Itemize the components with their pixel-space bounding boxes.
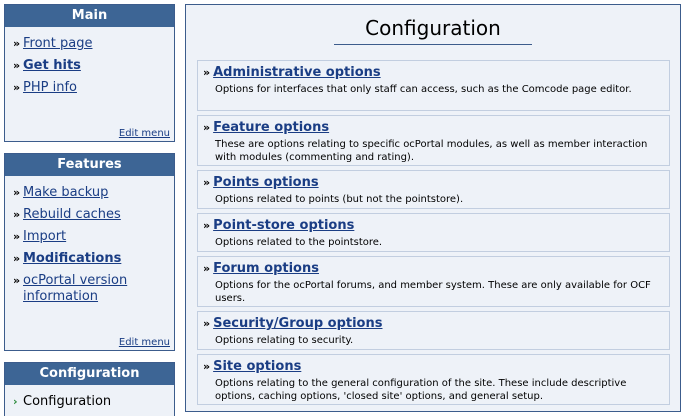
nav-item-configuration-current: › Configuration [13,391,166,413]
current-marker-icon: › [13,395,18,408]
nav-item-get-hits: » Get hits [13,55,166,77]
bullet-icon: » [203,66,211,79]
option-description: Options relating to security. [215,335,354,346]
security-group-options-link[interactable]: Security/Group options [213,316,383,331]
option-points: »Points options Options related to point… [197,170,670,209]
bullet-icon: » [203,360,211,373]
bullet-icon: » [13,252,21,265]
main-menu-title: Main [5,5,174,27]
get-hits-link[interactable]: Get hits [23,58,81,73]
bullet-icon: » [13,81,21,94]
bullet-icon: » [203,219,211,232]
bullet-icon: » [203,121,211,134]
option-administrative: »Administrative options Options for inte… [197,60,670,111]
option-description: Options relating to the general configur… [215,378,627,402]
configuration-menu-panel: Configuration › Configuration [4,362,175,416]
forum-options-link[interactable]: Forum options [213,261,319,276]
php-info-link[interactable]: PHP info [23,80,77,95]
version-information-link[interactable]: ocPortal version information [23,273,128,304]
option-security-group: »Security/Group options Options relating… [197,311,670,350]
bullet-icon: » [13,59,21,72]
bullet-icon: » [203,262,211,275]
page-title: Configuration [365,16,501,40]
option-point-store: »Point-store options Options related to … [197,213,670,252]
option-description: These are options relating to specific o… [215,139,648,163]
nav-item-front-page: » Front page [13,33,166,55]
bullet-icon: » [13,186,21,199]
import-link[interactable]: Import [23,229,67,244]
points-options-link[interactable]: Points options [213,175,319,190]
nav-item-php-info: » PHP info [13,77,166,99]
features-menu-title: Features [5,154,174,176]
main-edit-menu-link[interactable]: Edit menu [118,128,170,139]
point-store-options-link[interactable]: Point-store options [213,218,355,233]
main-content: Configuration »Administrative options Op… [185,4,681,412]
site-options-link[interactable]: Site options [213,359,302,374]
bullet-icon: » [13,37,21,50]
option-description: Options related to points (but not the p… [215,194,464,205]
title-divider [334,44,532,45]
option-site: »Site options Options relating to the ge… [197,354,670,405]
bullet-icon: » [203,317,211,330]
administrative-options-link[interactable]: Administrative options [213,65,381,80]
bullet-icon: » [203,176,211,189]
option-feature: »Feature options These are options relat… [197,115,670,166]
main-menu-panel: Main » Front page » Get hits » PHP info … [4,4,175,142]
modifications-link[interactable]: Modifications [23,251,122,266]
features-menu-panel: Features » Make backup » Rebuild caches … [4,153,175,351]
configuration-current-label: Configuration [23,394,112,409]
nav-item-modifications: » Modifications [13,248,166,270]
option-description: Options for interfaces that only staff c… [215,84,632,95]
bullet-icon: » [13,230,21,243]
option-description: Options for the ocPortal forums, and mem… [215,280,651,304]
bullet-icon: » [13,274,21,287]
front-page-link[interactable]: Front page [23,36,93,51]
nav-item-version-information: » ocPortal version information [13,270,166,305]
make-backup-link[interactable]: Make backup [23,185,109,200]
option-description: Options related to the pointstore. [215,237,383,248]
rebuild-caches-link[interactable]: Rebuild caches [23,207,121,222]
feature-options-link[interactable]: Feature options [213,120,330,135]
nav-item-import: » Import [13,226,166,248]
option-forum: »Forum options Options for the ocPortal … [197,256,670,307]
nav-item-rebuild-caches: » Rebuild caches [13,204,166,226]
features-edit-menu-link[interactable]: Edit menu [118,337,170,348]
nav-item-make-backup: » Make backup [13,182,166,204]
configuration-menu-title: Configuration [5,363,174,385]
bullet-icon: » [13,208,21,221]
